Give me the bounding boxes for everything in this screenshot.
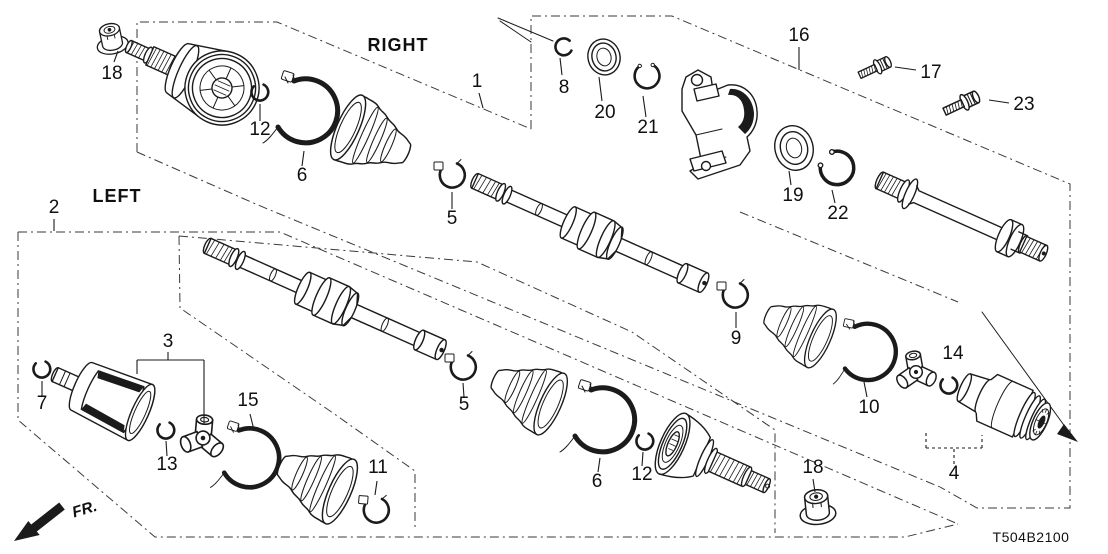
callout-leader-line [113, 50, 119, 63]
tripod-joint-right [891, 347, 940, 392]
part-callout-13: 13 [156, 454, 177, 475]
callout-leader-line [641, 451, 644, 467]
part-callout-5: 5 [447, 208, 458, 229]
flange-bolt-17 [855, 53, 895, 83]
circlip-12-bottom [632, 428, 658, 454]
inboard-joint-left [50, 361, 156, 442]
snap-ring-22 [811, 142, 862, 193]
border-wedge-line [497, 17, 554, 43]
illustrations [14, 20, 1052, 541]
part-callout-11: 11 [368, 457, 388, 478]
circlip-8 [551, 34, 577, 60]
boot-band-5-right [432, 158, 467, 189]
front-direction-arrow [14, 502, 65, 541]
tripod-joint-left [175, 409, 232, 462]
part-callout-22: 22 [827, 203, 848, 224]
part-callout-21: 21 [637, 117, 658, 138]
circlip-14 [936, 372, 962, 398]
boot-band-6-bottom [560, 379, 635, 452]
group-borders [17, 15, 1078, 538]
callout-leader-line [597, 457, 601, 473]
part-callout-15: 15 [237, 390, 258, 411]
callout-leader-line [249, 413, 255, 431]
callout-leader-line [598, 76, 603, 102]
part-callout-7: 7 [37, 393, 48, 414]
inboard-boot-left [264, 431, 366, 529]
part-callout-2: 2 [49, 197, 60, 218]
part-callout-8: 8 [559, 77, 570, 98]
part-callout-18: 18 [802, 457, 823, 478]
callout-leader-line [478, 92, 484, 109]
boot-band-6-top [263, 70, 338, 143]
part-callout-3: 3 [163, 331, 174, 352]
right-group-label: RIGHT [368, 35, 429, 55]
boot-band-11 [355, 491, 392, 525]
front-direction-label: FR. [70, 498, 99, 522]
pointer-arrowhead [1057, 424, 1078, 442]
outboard-joint-left [654, 412, 772, 494]
callout-leader-line [831, 189, 836, 204]
part-callout-14: 14 [942, 343, 964, 364]
circlip-13 [153, 417, 179, 443]
pointer-line [981, 311, 1067, 429]
boot-band-9 [715, 278, 750, 309]
seal-ring-20 [587, 38, 621, 76]
part-callout-4: 4 [949, 463, 960, 484]
boot-band-10 [827, 314, 899, 384]
part-callout-17: 17 [920, 62, 941, 83]
circlip-7 [29, 356, 55, 382]
callout-leader-line [788, 170, 792, 186]
right-driveshaft [463, 160, 716, 304]
snap-ring-21 [630, 58, 664, 93]
left-driveshaft [195, 225, 454, 371]
spindle-nut-top [92, 20, 131, 58]
callout-leader-line [988, 99, 1010, 104]
boot-band-15 [210, 421, 279, 488]
part-callout-12: 12 [631, 464, 652, 485]
callout-leader-line [894, 66, 917, 71]
callout-leader-line [165, 440, 168, 457]
bearing-support-bracket-16 [681, 69, 758, 180]
part-callout-6: 6 [297, 165, 308, 186]
intermediate-shaft [874, 171, 1049, 262]
seal-ring-19 [774, 125, 814, 171]
callout-leader-line [301, 150, 305, 167]
part-callout-12: 12 [249, 119, 270, 140]
diagram-code: T504B2100 [993, 529, 1070, 545]
callout-leader-line [374, 480, 378, 496]
outboard-boot-left [479, 347, 575, 440]
callout-leader-line [462, 382, 465, 398]
part-callout-10: 10 [858, 397, 879, 418]
callout-leader-line [559, 57, 563, 76]
part-callout-16: 16 [788, 25, 809, 46]
part-callout-9: 9 [731, 328, 742, 349]
inboard-boot-right [752, 284, 844, 373]
part-callout-5: 5 [459, 394, 470, 415]
outboard-joint-right [124, 39, 260, 126]
part-callout-20: 20 [594, 102, 615, 123]
callout-leader-line [642, 95, 647, 118]
part-callout-18: 18 [101, 63, 122, 84]
part-callout-19: 19 [782, 185, 803, 206]
part-callout-6: 6 [592, 471, 603, 492]
part-callout-23: 23 [1013, 94, 1034, 115]
left-group-label: LEFT [93, 186, 142, 206]
callout-leader-line [863, 381, 868, 398]
part-callout-1: 1 [472, 71, 483, 92]
spindle-nut-bottom [796, 487, 838, 527]
flange-bolt-23 [940, 87, 983, 120]
boot-band-5-left [443, 350, 478, 381]
inboard-joint-right [956, 373, 1052, 441]
callout-leader-line [812, 478, 816, 493]
